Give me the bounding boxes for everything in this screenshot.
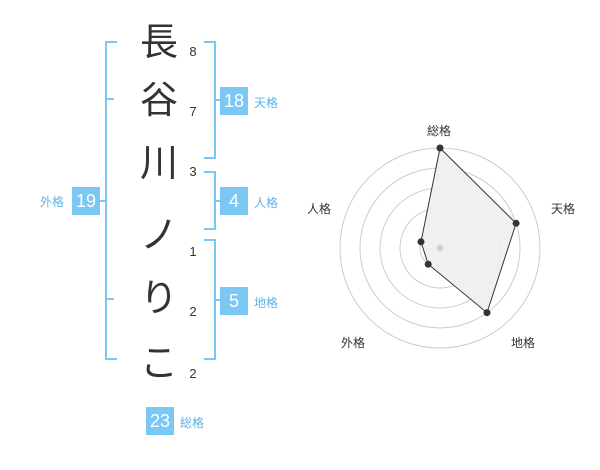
- stroke-count-4: 1: [189, 244, 197, 259]
- name-char-2: 谷: [139, 78, 178, 122]
- gaikaku-label: 外格: [40, 195, 65, 209]
- radar-label-jinkaku: 人格: [307, 202, 332, 216]
- gaikaku-value: 19: [72, 187, 100, 215]
- radar-point-3: [483, 309, 491, 317]
- radar-chart: [339, 144, 541, 349]
- soukaku-value: 23: [146, 407, 174, 435]
- stroke-count-1: 8: [189, 44, 197, 59]
- jinkaku-label: 人格: [254, 196, 279, 210]
- radar-point-1: [436, 144, 444, 152]
- radar-point-5: [417, 238, 425, 246]
- soukaku-label: 総格: [180, 416, 205, 430]
- name-char-4: ノ: [139, 213, 178, 257]
- name-char-3: 川: [139, 141, 178, 185]
- stroke-count-3: 3: [189, 164, 197, 179]
- radar-polygon: [420, 146, 517, 314]
- radar-point-4: [424, 260, 432, 268]
- radar-label-chikaku: 地格: [511, 336, 536, 350]
- radar-center: [437, 245, 443, 251]
- chikaku-value: 5: [220, 287, 248, 315]
- jinkaku-value: 4: [220, 187, 248, 215]
- name-char-6: こ: [139, 341, 178, 385]
- radar-point-2: [512, 219, 520, 227]
- stroke-count-5: 2: [189, 304, 197, 319]
- tenkaku-value: 18: [220, 87, 248, 115]
- stroke-count-6: 2: [189, 366, 197, 381]
- radar-label-soukaku: 総格: [427, 124, 452, 138]
- chikaku-label: 地格: [254, 296, 279, 310]
- stroke-count-2: 7: [189, 104, 197, 119]
- name-char-1: 長: [139, 20, 178, 64]
- radar-label-gaikaku: 外格: [341, 336, 366, 350]
- radar-label-tenkaku: 天格: [551, 202, 576, 216]
- tenkaku-label: 天格: [254, 96, 279, 110]
- name-char-5: り: [139, 276, 178, 320]
